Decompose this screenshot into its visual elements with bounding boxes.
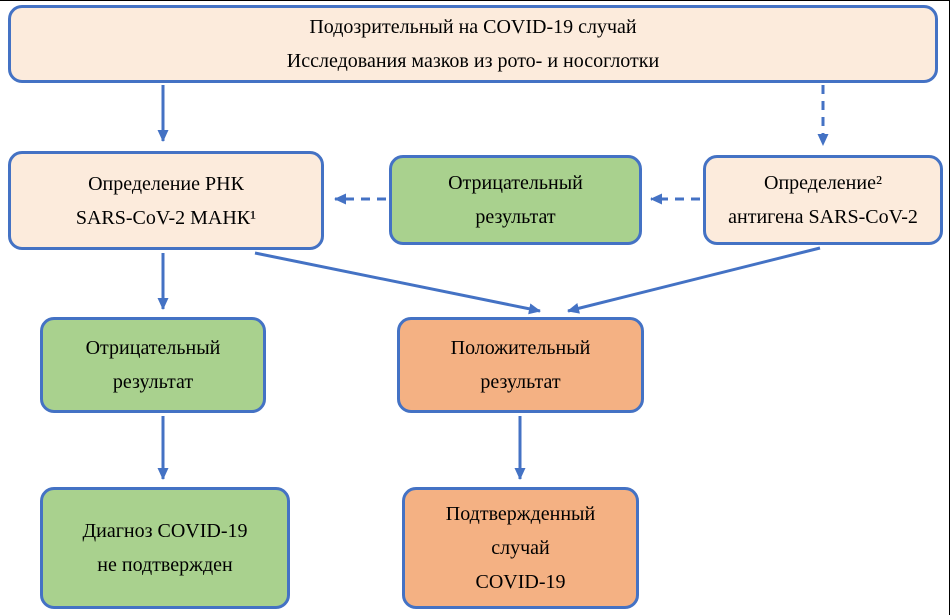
node-positive-result-label: Положительный результат	[450, 337, 591, 393]
node-suspect-case-label: Подозрительный на COVID-19 случай Исслед…	[286, 16, 660, 72]
node-negative-result-left: Отрицательный результат	[40, 317, 266, 413]
node-negative-result-left-label: Отрицательный результат	[85, 337, 221, 393]
arrow-pcr-to-positive	[254, 251, 541, 315]
node-confirmed-case: Подтвержденный случай COVID-19	[402, 487, 639, 609]
node-suspect-case: Подозрительный на COVID-19 случай Исслед…	[8, 5, 938, 83]
node-negative-result-mid: Отрицательный результат	[389, 155, 642, 245]
node-diagnosis-not-confirmed: Диагноз COVID-19 не подтвержден	[40, 487, 290, 609]
node-antigen-test: Определение² антигена SARS-CoV-2	[703, 155, 943, 245]
node-diagnosis-not-confirmed-label: Диагноз COVID-19 не подтвержден	[82, 520, 248, 576]
node-positive-result: Положительный результат	[397, 317, 644, 413]
node-negative-result-mid-label: Отрицательный результат	[448, 172, 583, 228]
node-antigen-test-label: Определение² антигена SARS-CoV-2	[728, 172, 918, 228]
node-rna-naat-test-label: Определение РНК SARS-CoV-2 МАНК¹	[75, 172, 257, 229]
node-rna-naat-test: Определение РНК SARS-CoV-2 МАНК¹	[8, 151, 324, 250]
node-confirmed-case-label: Подтвержденный случай COVID-19	[445, 503, 596, 593]
arrow-antigen-to-positive	[567, 246, 821, 314]
